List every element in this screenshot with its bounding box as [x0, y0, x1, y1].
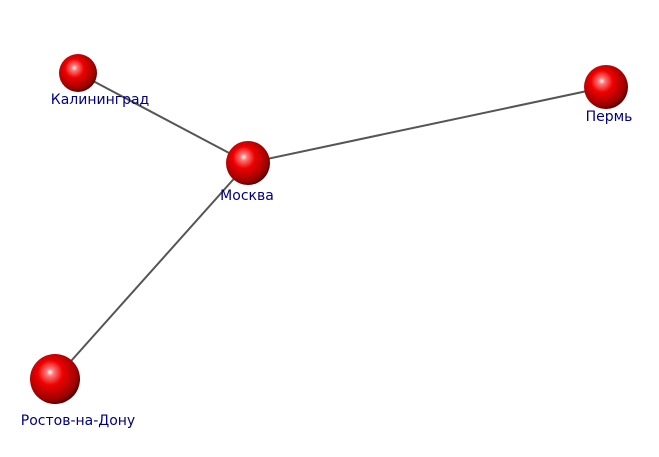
node-perm[interactable]	[584, 65, 628, 109]
node-rostov[interactable]	[30, 354, 80, 404]
node-kaliningrad[interactable]	[59, 54, 97, 92]
nodes-layer	[30, 54, 628, 404]
node-label-rostov: Ростов-на-Дону	[21, 413, 135, 429]
edge-moscow-kaliningrad	[77, 72, 249, 164]
node-label-moscow: Москва	[220, 188, 274, 204]
edge-moscow-perm	[247, 86, 607, 164]
edges-layer	[54, 72, 607, 380]
node-label-perm: Пермь	[586, 109, 633, 125]
node-label-kaliningrad: Калининград	[51, 92, 149, 108]
edge-moscow-rostov	[54, 162, 249, 380]
node-moscow[interactable]	[226, 141, 270, 185]
